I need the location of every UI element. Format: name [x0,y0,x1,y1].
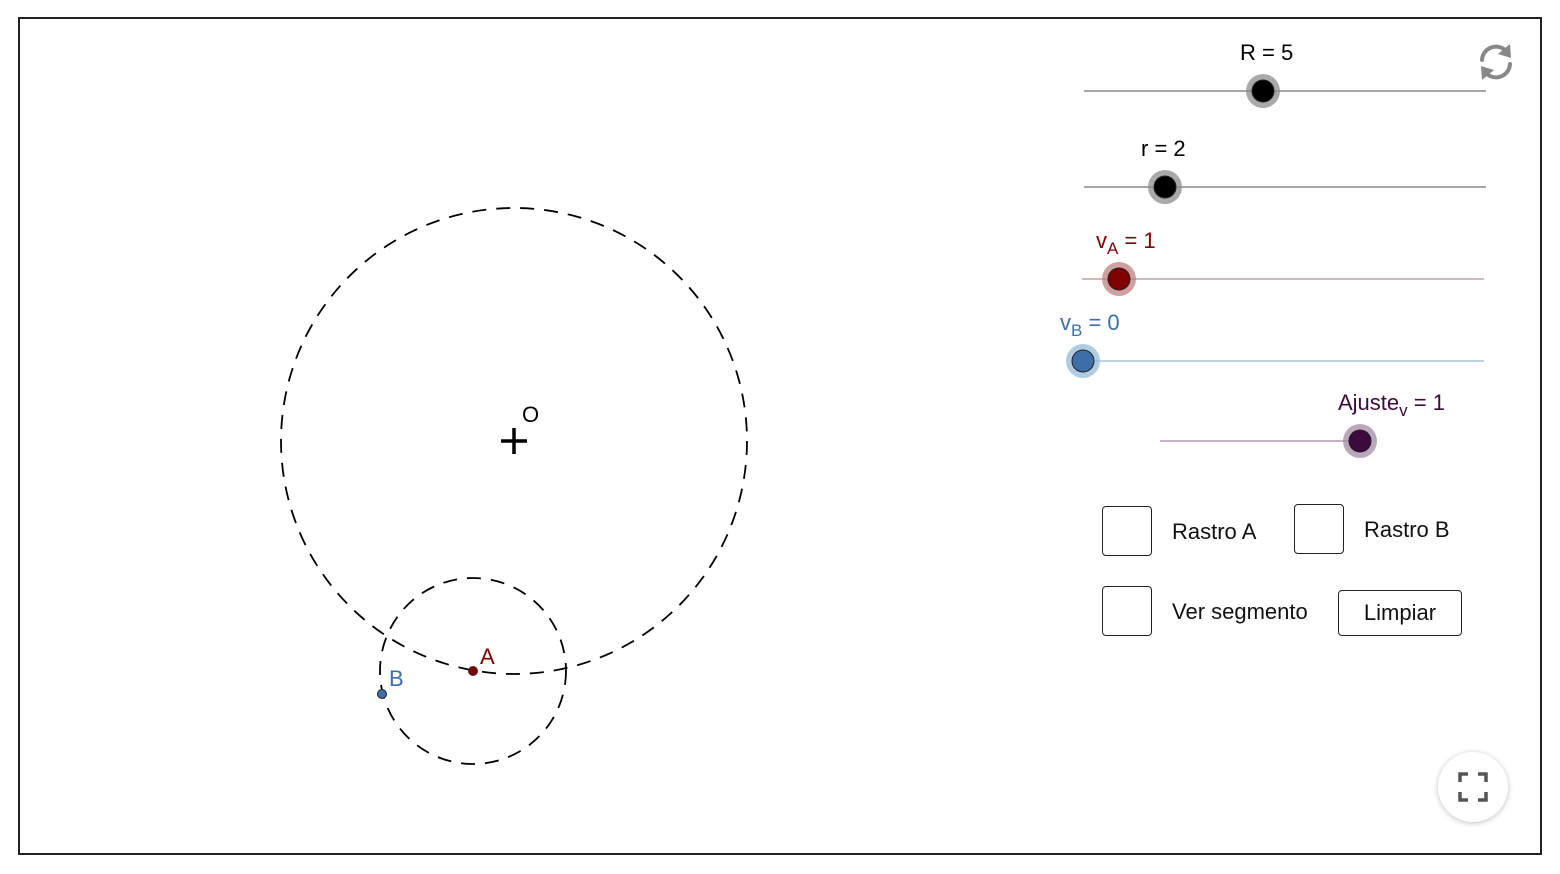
point-B[interactable] [377,689,387,699]
slider-r-label: r = 2 [1141,136,1186,161]
rastro-a-label[interactable]: Rastro A [1172,519,1257,544]
slider-vA-label: vA = 1 [1096,228,1156,258]
limpiar-button[interactable]: Limpiar [1338,590,1462,636]
rastro-b-label[interactable]: Rastro B [1364,517,1450,542]
point-A[interactable] [468,666,478,676]
point-A-label: A [480,644,495,669]
big-circle [280,207,748,675]
center-point-O[interactable] [501,428,527,454]
rastro-a-checkbox[interactable] [1102,506,1152,556]
slider-vB-label: vB = 0 [1060,310,1120,340]
point-O-label: O [522,402,540,427]
ver-segmento-checkbox[interactable] [1102,586,1152,636]
slider-ajuste-knob[interactable] [1343,424,1377,458]
slider-R-label: R = 5 [1240,40,1294,65]
slider-r-knob[interactable] [1148,170,1182,204]
slider-ajuste-label: Ajustev = 1 [1338,390,1445,420]
slider-R-knob[interactable] [1246,74,1280,108]
slider-vB-knob[interactable] [1066,344,1100,378]
small-circle [379,577,567,765]
applet-frame [18,17,1542,855]
rastro-b-checkbox[interactable] [1294,504,1344,554]
slider-vA-knob[interactable] [1102,262,1136,296]
point-B-label: B [389,666,404,691]
fullscreen-icon [1458,772,1488,802]
refresh-icon[interactable] [1474,40,1518,84]
fullscreen-button[interactable] [1438,752,1508,822]
ver-segmento-label[interactable]: Ver segmento [1172,599,1308,624]
